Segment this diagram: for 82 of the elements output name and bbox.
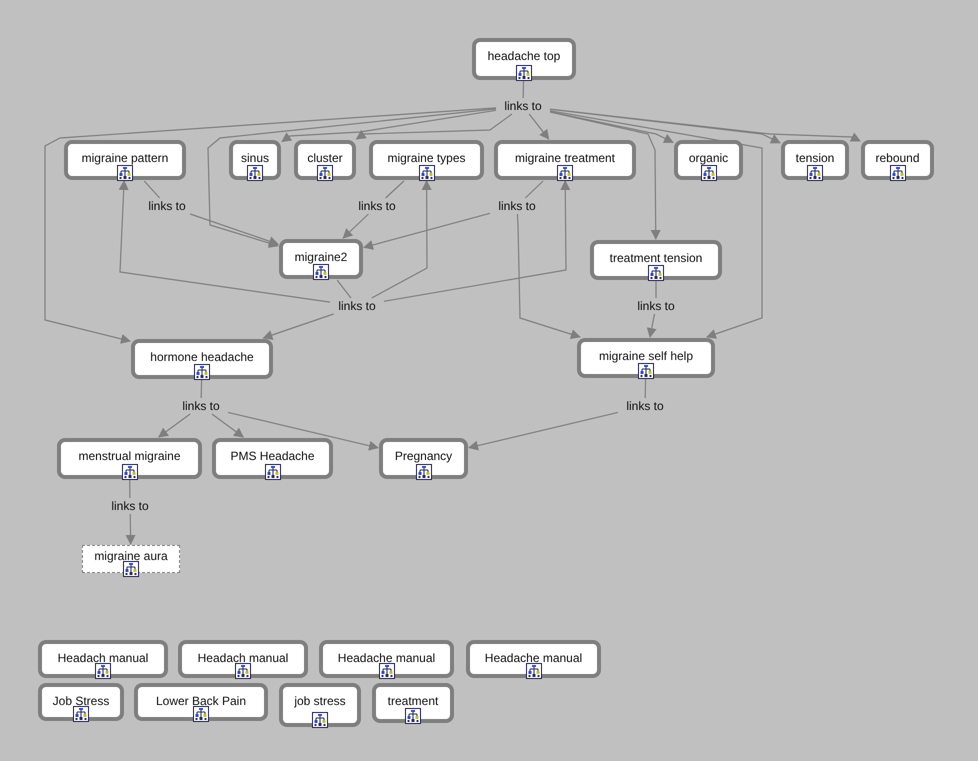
topic-box <box>379 438 468 479</box>
topic-box <box>472 38 576 80</box>
topic-label: treatment <box>386 694 440 708</box>
topic-box <box>674 140 743 180</box>
connector-line <box>655 281 657 298</box>
arrow <box>228 412 379 451</box>
arrow <box>44 107 496 344</box>
topic-label: job stress <box>293 694 347 708</box>
topic-box <box>577 338 715 378</box>
topic-label: treatment tension <box>608 251 704 265</box>
topic-box <box>38 683 124 721</box>
topic-box <box>494 140 636 180</box>
topic-label: headache top <box>486 49 562 63</box>
arrow <box>646 314 657 338</box>
arrow <box>118 180 330 303</box>
topic-box <box>279 683 361 727</box>
topic-box <box>372 683 454 723</box>
arrow <box>342 214 369 239</box>
connector-line <box>336 280 352 298</box>
topic-label: Pregnancy <box>394 449 454 463</box>
arrow <box>158 414 190 438</box>
connector-line <box>129 480 130 498</box>
arrow <box>281 110 496 142</box>
topic-box <box>57 438 202 479</box>
topic-label: migraine2 <box>294 250 348 264</box>
topic-box <box>861 140 934 180</box>
topic-label: sinus <box>240 151 270 165</box>
topic-label: tension <box>794 151 836 165</box>
topic-label: cluster <box>306 151 344 165</box>
topic-box <box>781 140 849 180</box>
connector-line <box>644 378 646 398</box>
topic-box <box>38 640 168 678</box>
arrow <box>190 213 279 246</box>
topic-label: migraine treatment <box>514 151 616 165</box>
connector-line <box>144 180 160 198</box>
topic-box <box>319 640 454 678</box>
arrow <box>468 412 618 450</box>
arrow <box>550 111 674 143</box>
connector-line <box>522 80 524 98</box>
topic-label: migraine types <box>386 151 467 165</box>
connector-line <box>200 380 202 398</box>
topic-label: organic <box>688 151 730 165</box>
arrow <box>550 110 763 339</box>
topic-label: Lower Back Pain <box>154 694 248 708</box>
topic-box <box>212 438 333 479</box>
topic-label: migraine pattern <box>80 151 170 165</box>
topic-label: migraine aura <box>93 549 169 563</box>
topic-label: Headache manual <box>484 651 584 665</box>
topic-label: migraine self help <box>598 349 694 363</box>
topic-box <box>466 640 601 678</box>
arrow <box>356 114 512 140</box>
arrow <box>550 108 781 144</box>
connector-line <box>385 180 404 198</box>
topic-box <box>279 239 363 279</box>
arrow <box>207 108 496 248</box>
connector-line <box>524 180 544 198</box>
arrow <box>516 214 581 340</box>
arrow <box>212 414 244 438</box>
topic-label: Headach manual <box>56 651 150 665</box>
topic-label: PMS Headache <box>229 449 316 463</box>
topic-box <box>64 140 186 180</box>
topic-box <box>134 683 268 721</box>
topic-box <box>369 140 484 180</box>
topic-label: Headache manual <box>336 651 436 665</box>
topic-box <box>178 640 308 678</box>
topic-box <box>229 140 281 180</box>
arrow <box>363 212 490 250</box>
topic-box <box>294 140 356 180</box>
topic-label: Job Stress <box>52 694 110 708</box>
topic-box <box>590 240 722 280</box>
arrow <box>384 180 570 302</box>
topic-box <box>131 339 273 379</box>
topic-label: Headach manual <box>196 651 290 665</box>
arrow <box>371 180 432 299</box>
topic-label: rebound <box>874 151 921 165</box>
topic-label: hormone headache <box>149 350 255 364</box>
arrow <box>550 111 661 240</box>
arrow <box>528 114 550 140</box>
arrow <box>550 108 861 142</box>
arrow <box>262 313 334 340</box>
arrow <box>126 514 136 545</box>
topic-label: menstrual migraine <box>77 449 182 463</box>
